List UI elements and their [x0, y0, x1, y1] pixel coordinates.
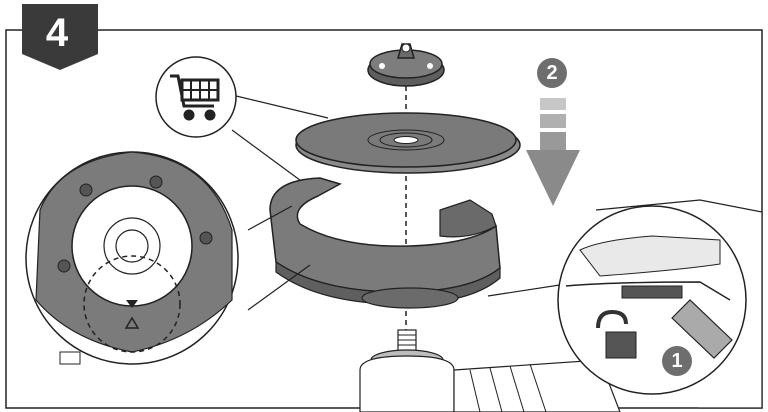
detail-zoom-left	[25, 151, 311, 365]
grinding-disc	[295, 112, 521, 174]
unlocked-padlock-icon	[596, 309, 637, 359]
step-2-badge: 2	[537, 58, 567, 88]
detail-zoom-right	[487, 199, 763, 409]
spindle	[359, 329, 621, 412]
step-1-badge: 1	[662, 346, 692, 376]
wheel-guard	[269, 177, 501, 309]
down-arrow-icon	[526, 98, 580, 206]
cart-icon	[170, 74, 220, 121]
push-arrow	[671, 299, 733, 359]
cart-callout	[155, 56, 329, 187]
step-number: 4	[45, 11, 69, 55]
step-badge	[22, 4, 98, 70]
flange-nut	[367, 43, 445, 87]
